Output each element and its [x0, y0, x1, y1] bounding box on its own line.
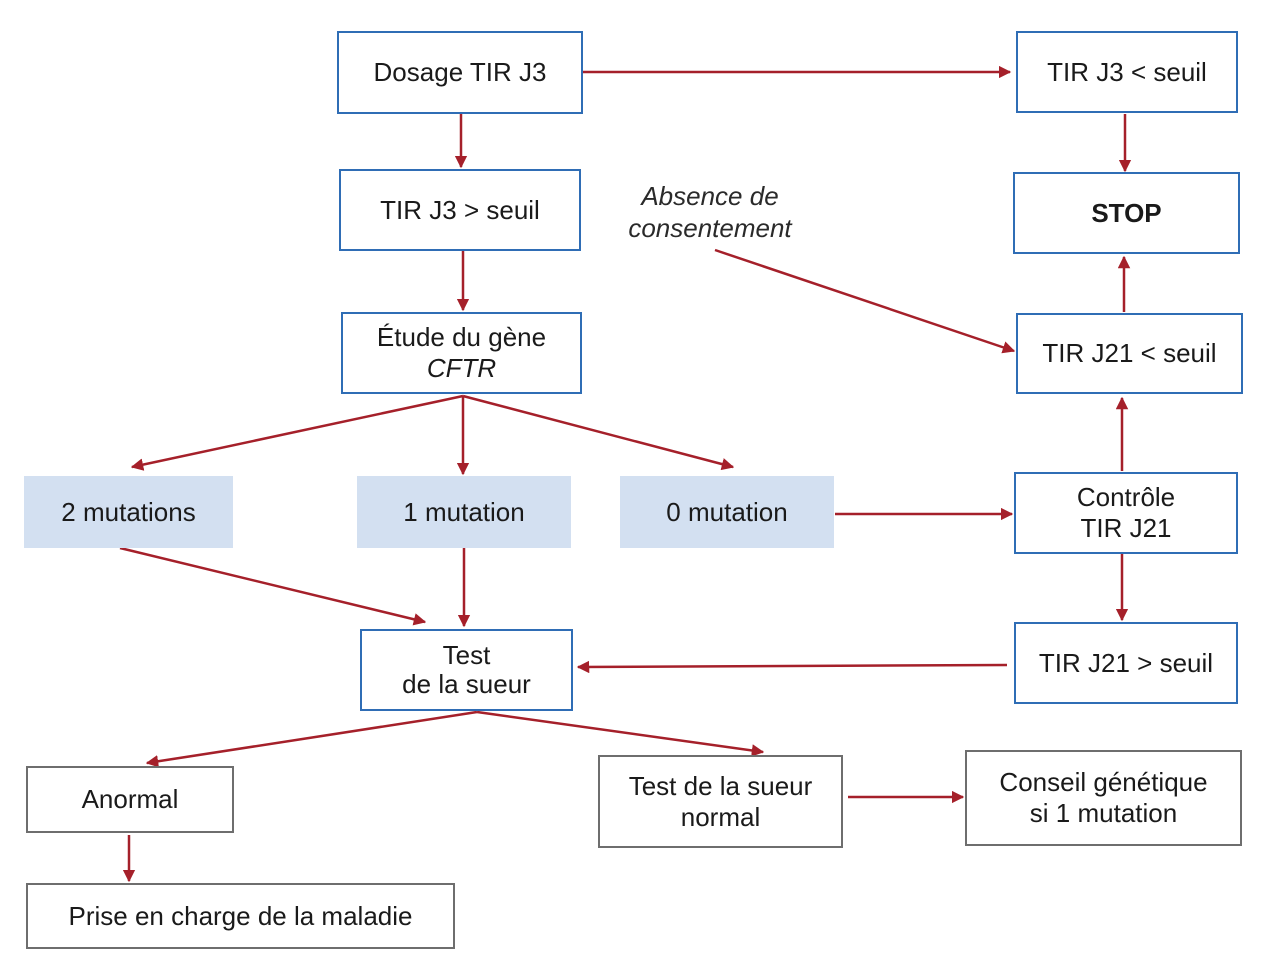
controle-label-2: TIR J21	[1080, 513, 1172, 543]
absence-consentement-note: Absence de consentement	[600, 180, 820, 244]
sueur-normal-label-2: normal	[680, 801, 761, 832]
controle-label-1: Contrôle	[1076, 482, 1176, 512]
two-mutations-box: 2 mutations	[24, 476, 233, 548]
prise-en-charge-box: Prise en charge de la maladie	[26, 883, 455, 949]
absence-label: Absence de	[641, 181, 779, 211]
stop-box: STOP	[1013, 172, 1240, 254]
one-mutation-label: 1 mutation	[403, 496, 525, 527]
arrow-2-mutations-to-test	[119, 546, 427, 626]
cftr-label: CFTR	[426, 353, 497, 383]
arrow-absence-to-j21-below	[714, 248, 1016, 354]
zero-mutation-box: 0 mutation	[620, 476, 834, 548]
dosage-tir-j3-box: Dosage TIR J3	[337, 31, 583, 114]
test-sueur-box: Test de la sueur	[360, 629, 573, 711]
zero-mutation-label: 0 mutation	[666, 496, 788, 527]
tir-j3-below-label: TIR J3 < seuil	[1047, 56, 1207, 87]
tir-j3-above-label: TIR J3 > seuil	[380, 194, 540, 225]
etude-gene-label: Étude du gène	[376, 322, 547, 352]
sueur-normal-box: Test de la sueur normal	[598, 755, 843, 848]
conseil-genetique-box: Conseil génétique si 1 mutation	[965, 750, 1242, 846]
arrow-test-to-anormal	[145, 710, 478, 768]
arrow-j21-above-to-test	[576, 660, 1008, 674]
one-mutation-box: 1 mutation	[357, 476, 571, 548]
consentement-label: consentement	[628, 213, 792, 243]
sueur-normal-label-1: Test de la sueur	[628, 770, 813, 801]
conseil-label-2: si 1 mutation	[1029, 798, 1178, 828]
conseil-label-1: Conseil génétique	[999, 767, 1208, 797]
tir-j3-below-box: TIR J3 < seuil	[1016, 31, 1238, 113]
arrow-etude-to-0-mutation	[462, 394, 735, 471]
etude-gene-box: Étude du gène CFTR	[341, 312, 582, 394]
tir-j3-above-box: TIR J3 > seuil	[339, 169, 581, 251]
arrow-test-to-normal	[476, 710, 765, 757]
controle-tir-j21-box: Contrôle TIR J21	[1014, 472, 1238, 554]
tir-j21-above-box: TIR J21 > seuil	[1014, 622, 1238, 704]
test-sueur-label-2: de la sueur	[402, 669, 531, 699]
arrow-etude-to-2-mutations	[130, 394, 464, 471]
anormal-label: Anormal	[81, 784, 179, 814]
tir-j21-above-label: TIR J21 > seuil	[1038, 647, 1214, 678]
stop-label: STOP	[1091, 197, 1162, 228]
prise-en-charge-label: Prise en charge de la maladie	[68, 900, 413, 931]
test-sueur-label-1: Test	[442, 640, 491, 670]
dosage-tir-j3-label: Dosage TIR J3	[373, 57, 547, 87]
tir-j21-below-label: TIR J21 < seuil	[1042, 338, 1217, 368]
tir-j21-below-box: TIR J21 < seuil	[1016, 313, 1243, 394]
two-mutations-label: 2 mutations	[61, 496, 196, 527]
anormal-box: Anormal	[26, 766, 234, 833]
